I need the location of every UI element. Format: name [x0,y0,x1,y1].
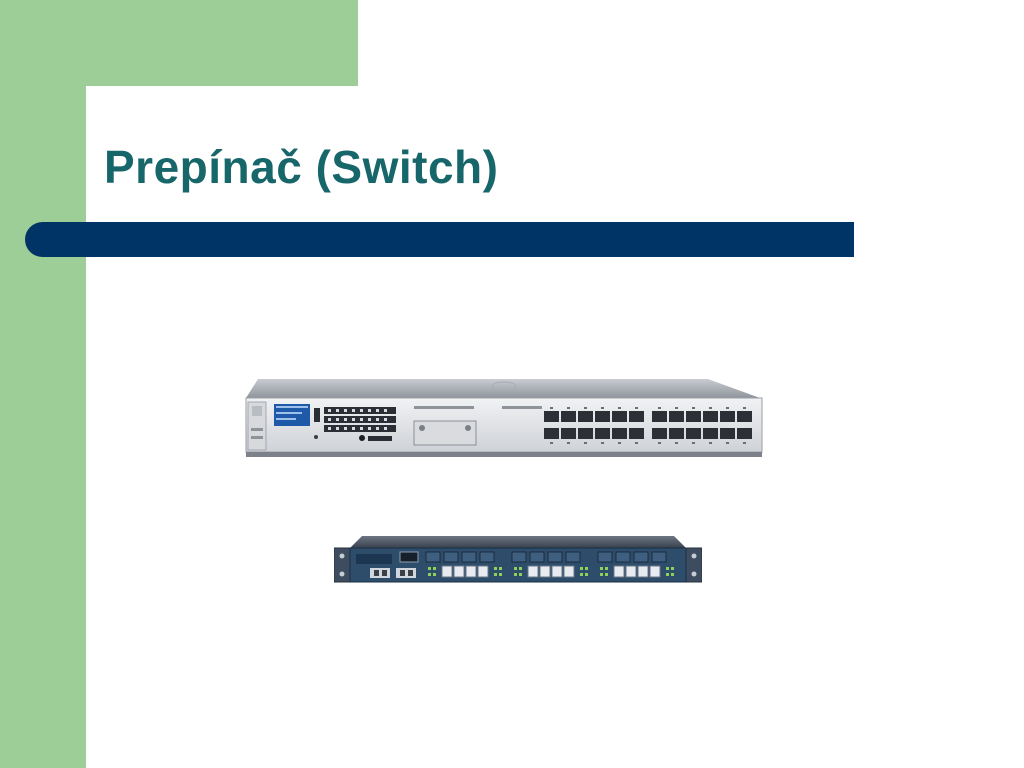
slide-title: Prepínač (Switch) [104,141,499,193]
decorative-green-strip-left [0,0,86,768]
rack-switch-image [334,534,702,584]
title-underline-bar [25,222,854,257]
hp-procurve-switch-image [244,376,772,460]
